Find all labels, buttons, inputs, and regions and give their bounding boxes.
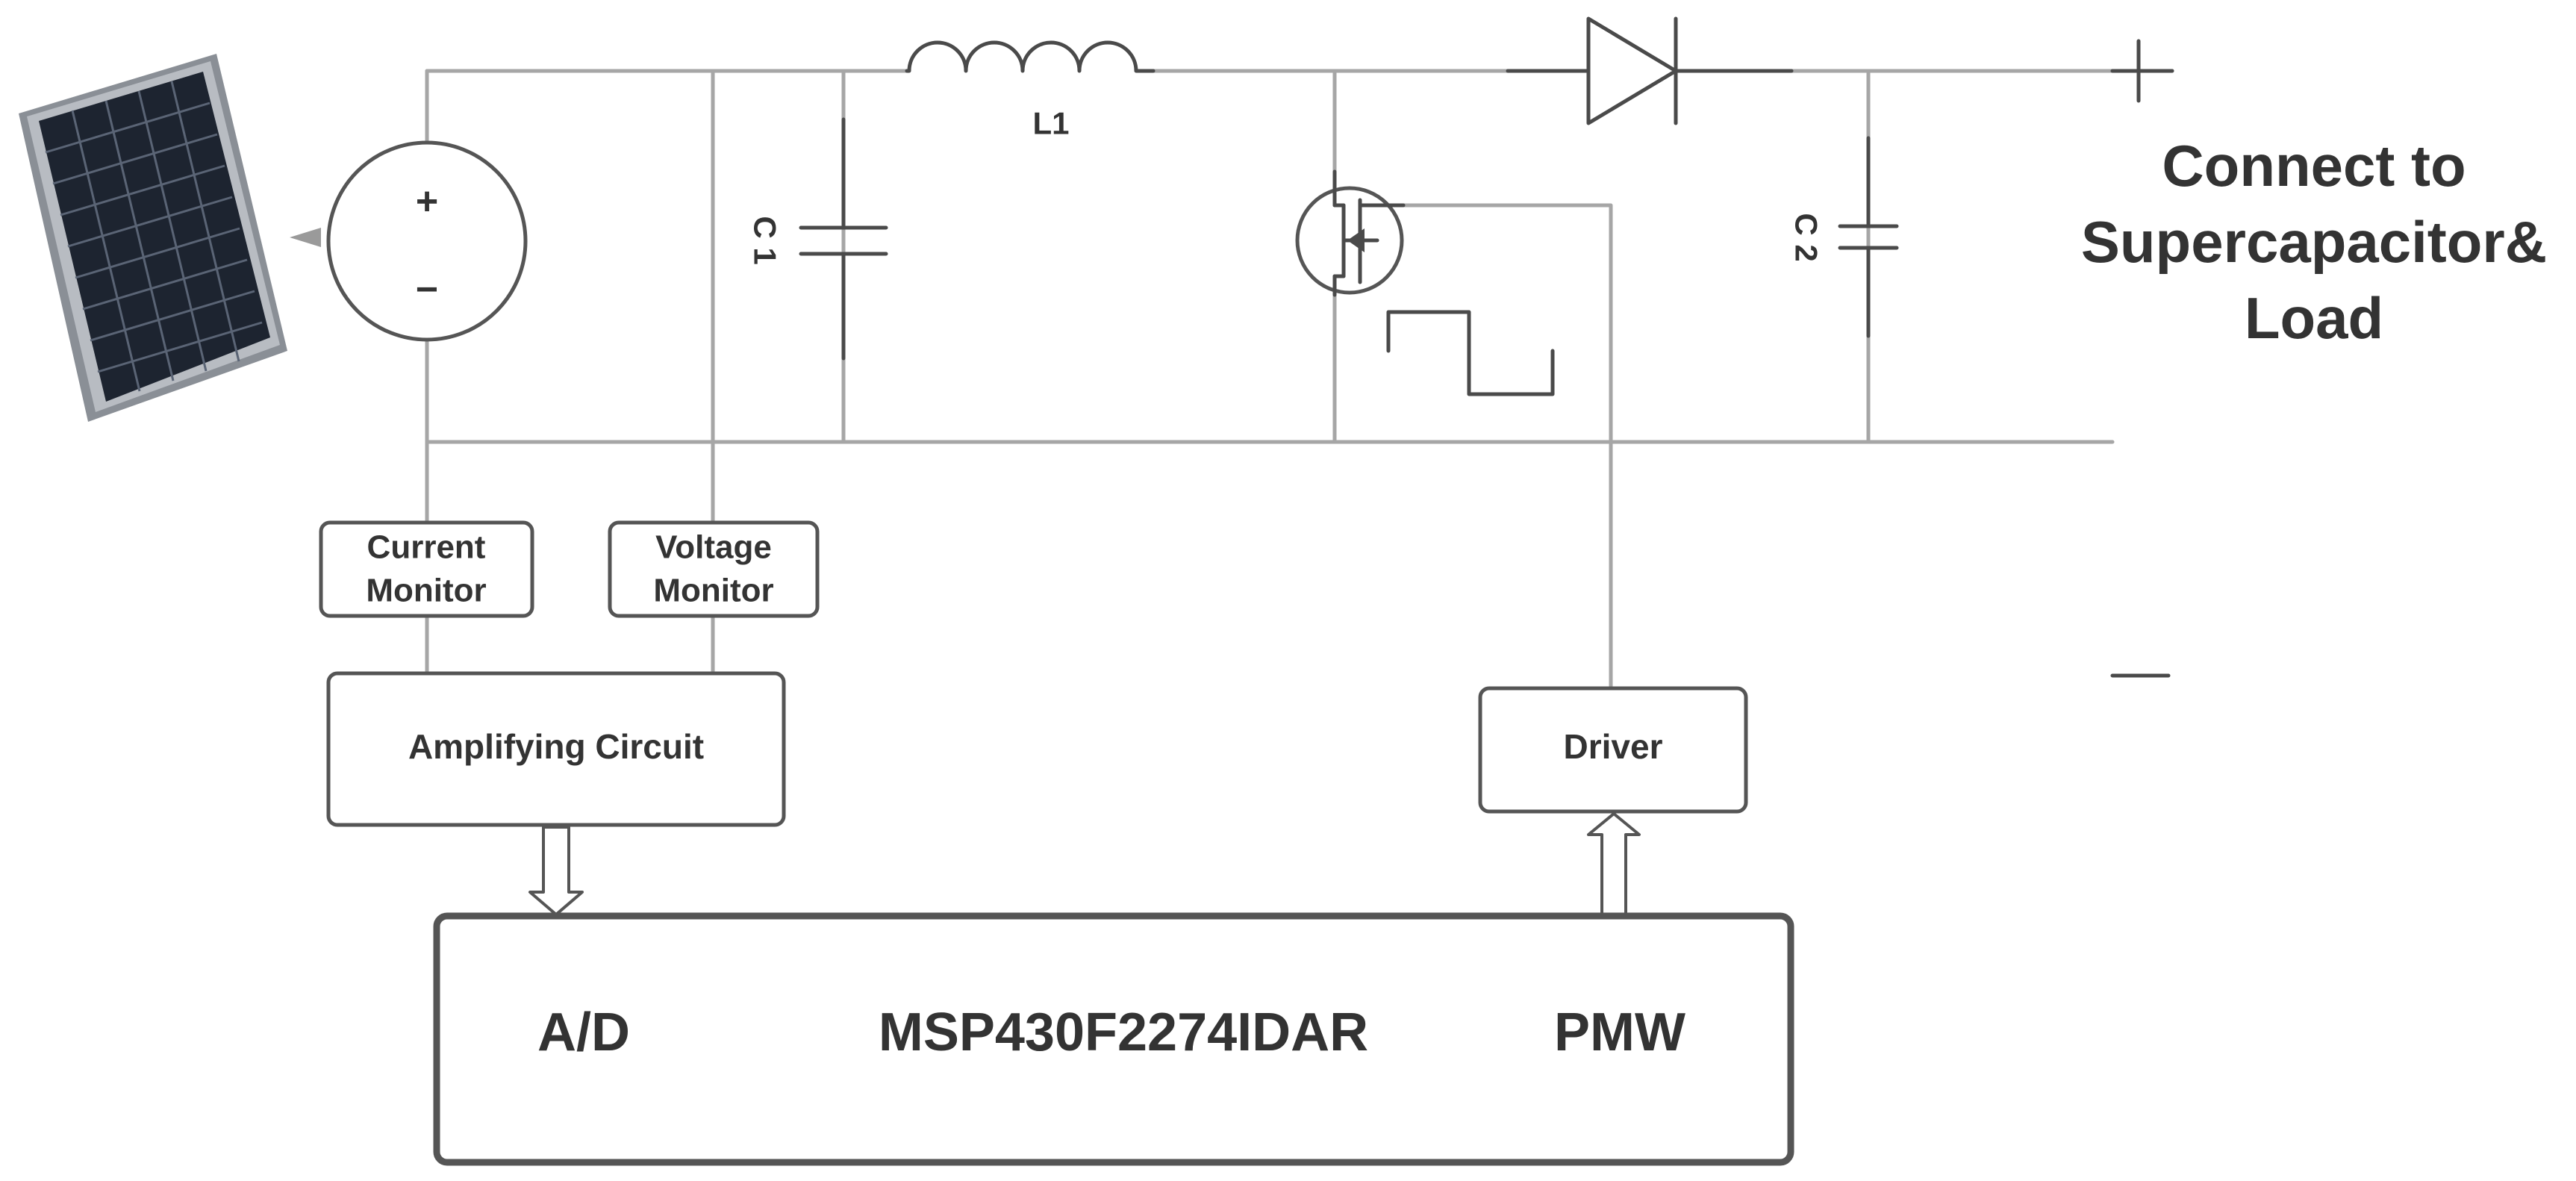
svg-text:Current: Current	[367, 529, 486, 566]
driver-block: Driver	[1478, 686, 1748, 814]
svg-text:Connect to: Connect to	[2162, 133, 2466, 199]
mcu-adc-label: A/D	[537, 1003, 630, 1062]
inductor-label: L1	[1032, 106, 1069, 141]
svg-text:Amplifying Circuit: Amplifying Circuit	[408, 727, 704, 766]
svg-text:Monitor: Monitor	[366, 573, 486, 609]
source-input-arrow	[290, 228, 321, 247]
mosfet-switch	[1295, 169, 1555, 396]
output-connection-text: Connect to Supercapacitor& Load	[2081, 133, 2547, 351]
svg-text:Voltage: Voltage	[655, 529, 772, 566]
mcu-name-label: MSP430F2274IDAR	[879, 1003, 1368, 1062]
inductor-l1: L1	[905, 40, 1156, 141]
capacitor-c2-label: C 2	[1789, 213, 1824, 261]
solar-panel-image	[19, 54, 287, 422]
adc-data-arrow	[528, 826, 584, 916]
source-minus-sign: −	[416, 268, 438, 311]
svg-text:Supercapacitor&: Supercapacitor&	[2081, 209, 2547, 275]
mcu-block: A/D MSP430F2274IDAR PMW	[433, 912, 1794, 1166]
pwm-waveform	[1386, 310, 1555, 396]
amplifying-circuit-block: Amplifying Circuit	[326, 671, 786, 827]
mcu-pwm-label: PMW	[1554, 1003, 1685, 1062]
diode	[1506, 16, 1794, 125]
svg-text:Load: Load	[2245, 285, 2383, 351]
current-monitor-block: Current Monitor	[319, 520, 534, 618]
capacitor-c1: C 1	[748, 117, 888, 361]
solar-voltage-source: + −	[326, 140, 528, 342]
svg-text:Monitor: Monitor	[653, 573, 773, 609]
svg-text:Driver: Driver	[1564, 727, 1663, 766]
voltage-monitor-block: Voltage Monitor	[608, 520, 820, 618]
capacitor-c1-label: C 1	[748, 216, 783, 264]
pwm-signal-arrow	[1587, 812, 1641, 916]
output-terminals	[2110, 39, 2174, 678]
capacitor-c2: C 2	[1789, 136, 1899, 338]
source-plus-sign: +	[416, 180, 438, 223]
